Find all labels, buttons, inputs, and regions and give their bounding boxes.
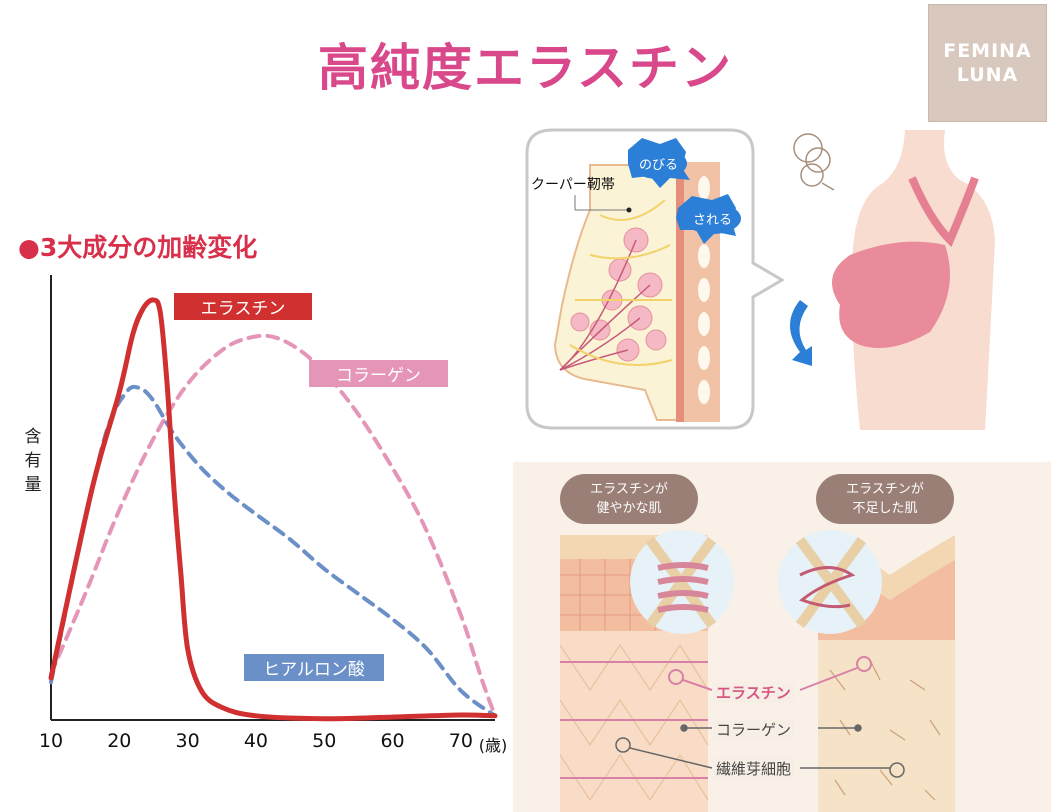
healthy-bubble-line-1: エラスチンが [590,482,668,497]
x-tick-10: 10 [38,730,64,752]
x-tick-60: 60 [380,730,405,752]
series-line-1 [49,333,497,718]
lacking-bubble-line-1: エラスチンが [846,482,924,497]
series-line-0 [48,297,498,722]
healthy-bubble-line-2: 健やかな肌 [596,501,662,516]
lacking-bubble-line-2: 不足した肌 [852,501,918,516]
chart-heading: ●3大成分の加齢変化 [18,233,258,262]
chart-series-lines [48,297,498,722]
x-tick-70: 70 [448,730,473,752]
series-label-0: エラスチン [174,293,312,320]
series-label-1: コラーゲン [309,360,448,387]
series-label-2: ヒアルロン酸 [244,654,384,681]
x-tick-20: 20 [107,730,132,752]
brand-line-2: LUNA [956,64,1019,86]
chart-axes [50,275,495,721]
legend-collagen: コラーゲン [713,719,795,740]
ligament-label: クーパー靭帯 [531,177,615,193]
y-axis-label: 含有量 [24,427,42,495]
page-title: 高純度エラスチン [318,39,733,97]
brand-logo: FEMINA LUNA [928,4,1047,122]
brand-line-1: FEMINA [943,40,1032,62]
healthy-skin-bubble: エラスチンが 健やかな肌 [560,474,698,524]
x-tick-30: 30 [175,730,200,752]
x-axis-unit: (歳) [478,736,508,755]
legend-elastin: エラスチン [713,682,794,703]
lacking-skin-bubble: エラスチンが 不足した肌 [816,474,954,524]
legend-fibroblast: 繊維芽細胞 [713,758,795,779]
sever-callout: される [684,203,742,234]
x-tick-50: 50 [312,730,337,752]
stretch-callout: のびる [630,148,688,179]
x-tick-40: 40 [243,730,269,752]
